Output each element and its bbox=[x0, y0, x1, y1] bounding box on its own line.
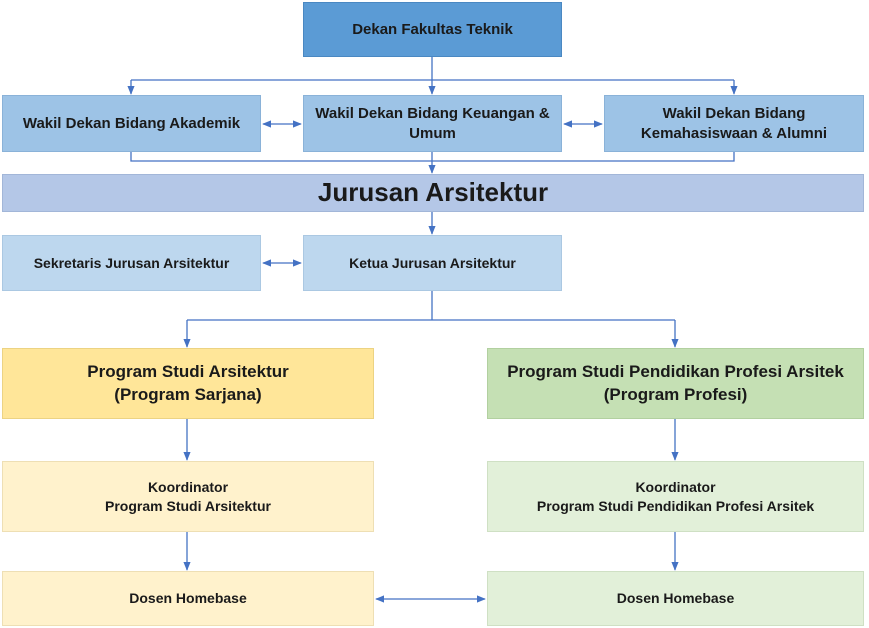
lecturers-bachelor-label: Dosen Homebase bbox=[129, 590, 247, 607]
coordinator-profession-label-line1: Koordinator bbox=[635, 479, 716, 496]
department-banner: Jurusan Arsitektur bbox=[2, 174, 864, 212]
dean-label: Dekan Fakultas Teknik bbox=[352, 20, 513, 38]
coordinator-bachelor-label-line1: Koordinator bbox=[147, 479, 229, 496]
vice-dean-student-affairs-box: Wakil Dekan Bidang Kemahasiswaan & Alumn… bbox=[604, 95, 864, 152]
vice-dean-finance-box: Wakil Dekan Bidang Keuangan & Umum bbox=[303, 95, 562, 152]
vice-dean-academic-box: Wakil Dekan Bidang Akademik bbox=[2, 95, 261, 152]
coordinator-profession-label-line2: Program Studi Pendidikan Profesi Arsitek bbox=[536, 497, 815, 514]
secretary-label: Sekretaris Jurusan Arsitektur bbox=[33, 254, 230, 271]
head-label: Ketua Jurusan Arsitektur bbox=[349, 254, 516, 271]
coordinator-bachelor-label-line2: Program Studi Arsitektur bbox=[105, 497, 271, 514]
secretary-box: Sekretaris Jurusan Arsitektur bbox=[2, 235, 261, 291]
vice-dean-student-affairs-label-line2: Kemahasiswaan & Alumni bbox=[640, 124, 828, 142]
vice-dean-finance-label-line1: Wakil Dekan Bidang Keuangan & bbox=[315, 105, 550, 122]
coordinator-bachelor-box: Koordinator Program Studi Arsitektur bbox=[2, 461, 374, 532]
program-bachelor-box: Program Studi Arsitektur (Program Sarjan… bbox=[2, 348, 374, 419]
lecturers-profession-label: Dosen Homebase bbox=[616, 590, 735, 607]
vice-dean-finance-label-line2: Umum bbox=[409, 124, 456, 142]
vice-dean-student-affairs-label-line1: Wakil Dekan Bidang bbox=[662, 105, 806, 122]
lecturers-bachelor-box: Dosen Homebase bbox=[2, 571, 374, 626]
vice-dean-academic-label: Wakil Dekan Bidang Akademik bbox=[22, 114, 241, 132]
program-bachelor-label-line2: (Program Sarjana) bbox=[114, 384, 262, 404]
program-profession-label-line2: (Program Profesi) bbox=[603, 384, 748, 404]
program-profession-label-line1: Program Studi Pendidikan Profesi Arsitek bbox=[507, 362, 844, 382]
department-label: Jurusan Arsitektur bbox=[317, 177, 549, 208]
head-box: Ketua Jurusan Arsitektur bbox=[303, 235, 562, 291]
dean-box: Dekan Fakultas Teknik bbox=[303, 2, 562, 57]
coordinator-profession-box: Koordinator Program Studi Pendidikan Pro… bbox=[487, 461, 864, 532]
lecturers-profession-box: Dosen Homebase bbox=[487, 571, 864, 626]
program-profession-box: Program Studi Pendidikan Profesi Arsitek… bbox=[487, 348, 864, 419]
program-bachelor-label-line1: Program Studi Arsitektur bbox=[87, 362, 289, 382]
